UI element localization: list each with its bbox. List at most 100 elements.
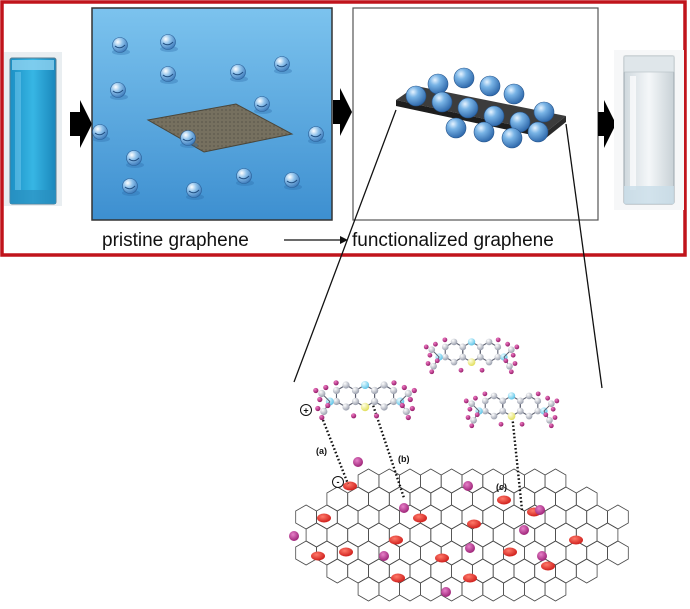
dye-ball [160, 66, 176, 82]
carbon-atom [506, 362, 513, 370]
carbon-atom [546, 416, 553, 424]
arrow-right-icon [70, 100, 92, 148]
graphene-functional-groups [289, 457, 583, 597]
sulfur-atom [507, 412, 516, 420]
hydrogen-atom [442, 337, 448, 343]
carbon-atom [351, 386, 360, 395]
hydrogen-atom [319, 414, 325, 421]
graphene-oxygen-magenta [289, 531, 299, 541]
graphene-oxygen-red [541, 561, 555, 571]
dye-ball [405, 85, 427, 107]
carbon-atom [459, 343, 467, 351]
carbon-atom [441, 343, 449, 351]
graphene-oxygen-magenta [537, 551, 547, 561]
carbon-atom [342, 381, 350, 389]
graphene-oxygen-red [569, 535, 583, 545]
carbon-atom [534, 397, 542, 405]
carbon-atom [351, 397, 360, 406]
carbon-atom [534, 407, 542, 415]
hydrogen-atom [514, 344, 520, 350]
carbon-atom [318, 389, 326, 398]
interaction-label-b: (b) [398, 454, 410, 464]
graphene-oxygen-red [339, 547, 353, 557]
nitrogen-atom [361, 381, 370, 389]
hydrogen-atom [323, 384, 329, 391]
hydrogen-atom [409, 405, 415, 412]
dye-molecule-icon [313, 337, 560, 429]
hydrogen-atom [407, 396, 413, 403]
dye-ball [308, 126, 324, 142]
graphene-oxygen-magenta [535, 505, 545, 515]
carbon-atom [320, 407, 328, 416]
hydrogen-atom [373, 413, 380, 419]
carbon-atom [459, 353, 467, 361]
dye-ball [92, 124, 108, 140]
cuvette-icon [614, 50, 684, 210]
zoom-line-right [565, 123, 603, 389]
dye-ball [186, 182, 202, 198]
carbon-atom [508, 346, 515, 354]
negative-charge-marker [332, 476, 344, 488]
graphene-lattice-icon [295, 468, 629, 602]
dye-ball [112, 37, 128, 53]
carbon-atom [470, 416, 477, 424]
dye-ball [453, 67, 475, 89]
carbon-atom [499, 397, 507, 405]
graphene-oxygen-red [391, 573, 405, 583]
caption-arrow [284, 236, 348, 244]
dye-ball [284, 172, 300, 188]
carbon-atom [494, 343, 502, 351]
dye-ball [427, 73, 449, 95]
hydrogen-atom [482, 391, 488, 397]
carbon-atom [428, 346, 436, 354]
hydrogen-atom [548, 423, 554, 429]
hydrogen-atom [473, 395, 478, 401]
hydrogen-atom [543, 412, 549, 418]
positive-charge-label: + [303, 406, 308, 416]
dye-ball [457, 97, 479, 119]
graphene-oxygen-red [343, 481, 357, 491]
functionalized-graphene-scene [352, 7, 599, 221]
dye-ball [533, 101, 555, 123]
interaction-label-a: (a) [316, 446, 327, 456]
carbon-atom [481, 407, 489, 415]
dye-ball [230, 64, 246, 80]
cuvette-icon [4, 52, 62, 206]
hydrogen-atom [498, 421, 504, 427]
carbon-atom [332, 397, 341, 406]
graphene-oxygen-magenta [379, 551, 389, 561]
carbon-atom [342, 403, 350, 411]
hydrogen-atom [508, 369, 514, 375]
dye-ball [479, 75, 501, 97]
hydrogen-atom [313, 387, 319, 394]
hydrogen-atom [503, 358, 509, 364]
hydrogen-atom [458, 367, 464, 373]
graphene-oxygen-magenta [441, 587, 451, 597]
hydrogen-atom [405, 414, 411, 421]
carbon-atom [430, 362, 437, 370]
hydrogen-atom [550, 406, 556, 412]
carbon-atom [485, 338, 493, 346]
carbon-atom [516, 397, 524, 405]
graphene-oxygen-red [435, 553, 449, 563]
carbon-atom [525, 392, 533, 400]
arrow-right-icon [598, 100, 616, 148]
hydrogen-atom [505, 341, 511, 347]
graphene-oxygen-magenta [399, 503, 409, 513]
carbon-atom [390, 386, 398, 395]
hydrogen-atom [399, 402, 405, 409]
carbon-atom [390, 397, 398, 406]
hydrogen-atom [465, 415, 471, 420]
hydrogen-atom [429, 369, 435, 375]
hydrogen-atom [463, 398, 469, 404]
carbon-atom [525, 412, 533, 420]
carbon-atom [499, 407, 507, 415]
negative-charge-label: - [337, 477, 340, 487]
hydrogen-atom [351, 413, 357, 419]
hydrogen-atom [545, 395, 551, 401]
nitrogen-atom [507, 392, 516, 400]
pristine-graphene-label: pristine graphene [102, 230, 249, 251]
hydrogen-atom [391, 380, 397, 386]
carbon-atom [516, 407, 524, 415]
hydrogen-atom [423, 344, 429, 350]
